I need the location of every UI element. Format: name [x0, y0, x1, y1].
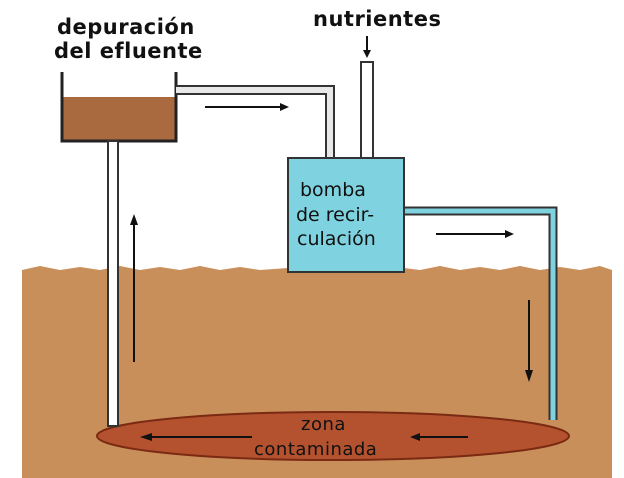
- recirculation-pump: [287, 157, 405, 273]
- label-pump-line1: bomba: [300, 179, 366, 201]
- contaminated-zone: [96, 411, 570, 461]
- arrow-tank-to-pump: [205, 103, 289, 111]
- label-pump-line2: de recir-: [296, 204, 374, 226]
- label-zone-line1: zona: [301, 414, 346, 435]
- tank-liquid: [62, 97, 176, 141]
- treatment-tank: [60, 72, 178, 143]
- arrow-pump-outflow: [436, 230, 514, 238]
- arrow-zone-left: [140, 433, 252, 441]
- arrow-nutrients-down: [363, 36, 371, 58]
- extraction-pipe: [107, 140, 119, 427]
- label-pump-line3: culación: [297, 228, 376, 250]
- label-treatment-line2: del efluente: [54, 39, 203, 63]
- label-zone-line2: contaminada: [254, 439, 377, 460]
- arrow-zone-right: [410, 433, 468, 441]
- reinjection-pipe: [404, 206, 558, 420]
- flow-arrows: [130, 36, 533, 441]
- arrow-reinjection-down: [525, 300, 533, 382]
- nutrients-pipe: [360, 61, 374, 159]
- label-nutrients: nutrientes: [313, 7, 441, 31]
- tank-to-pump-pipe: [176, 85, 335, 158]
- arrow-extraction-up: [130, 214, 138, 362]
- label-treatment-line1: depuración: [57, 15, 195, 39]
